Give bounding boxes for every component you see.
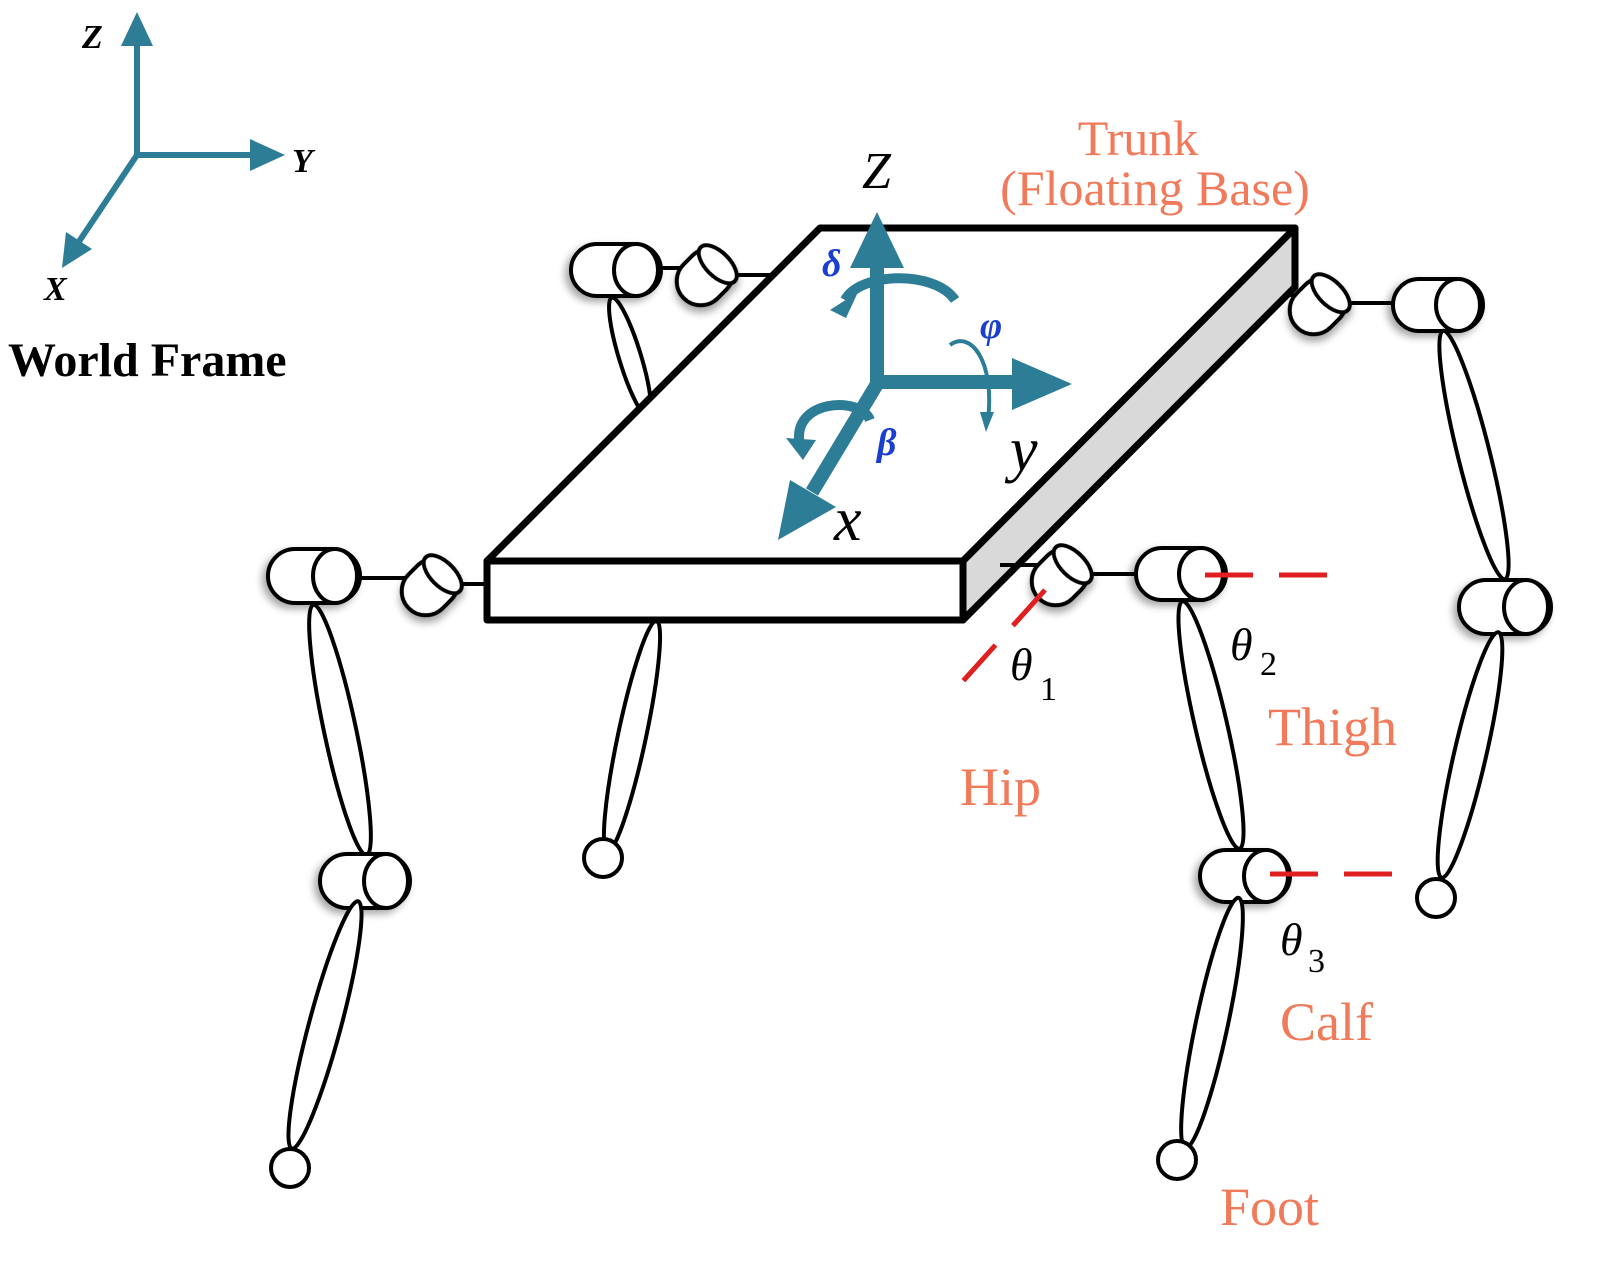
theta2-subscript: 2 xyxy=(1260,646,1277,683)
back-left-hip-joint xyxy=(674,243,739,308)
angle-reference-lines xyxy=(953,572,1410,877)
component-labels: Trunk (Floating Base) θ 1 θ 2 θ 3 Hip Th… xyxy=(960,110,1397,1237)
world-y-label: Y xyxy=(292,143,316,180)
front-left-hip-joint xyxy=(399,553,464,618)
front-right-foot xyxy=(1156,1139,1198,1181)
trunk-label: Trunk xyxy=(1078,110,1198,166)
back-right-leg xyxy=(1255,272,1553,919)
rotation-beta-label: β xyxy=(875,422,897,464)
back-right-calf xyxy=(1435,630,1505,880)
body-frame: Z y x δ φ β xyxy=(778,143,1072,554)
front-left-foot xyxy=(269,1147,311,1189)
back-right-foot xyxy=(1415,877,1457,919)
trunk-side-face xyxy=(959,224,1299,624)
world-z-label: Z xyxy=(81,19,103,56)
world-x-label: X xyxy=(43,271,68,308)
trunk-front-face xyxy=(483,557,967,624)
theta3-symbol: θ xyxy=(1280,914,1303,965)
rotation-phi-label: φ xyxy=(980,305,1002,347)
body-x-rotation-arrowhead xyxy=(786,438,816,460)
theta1-label: θ xyxy=(1010,639,1033,690)
body-x-arrowhead xyxy=(778,480,836,540)
front-left-calf xyxy=(286,899,364,1151)
front-left-thigh-joint xyxy=(266,547,362,605)
theta1-subscript: 1 xyxy=(1040,671,1057,708)
world-frame: Z Y X World Frame xyxy=(8,12,316,387)
body-x-label: x xyxy=(833,486,862,554)
body-y-rotation-arrow xyxy=(948,339,992,421)
front-right-calf xyxy=(1179,895,1245,1151)
body-z-rotation-arrowhead xyxy=(830,292,858,318)
thigh-label: Thigh xyxy=(1268,697,1397,757)
theta2-label: θ xyxy=(1230,619,1253,670)
back-left-leg xyxy=(569,242,770,879)
back-right-thigh-joint xyxy=(1391,277,1485,333)
calf-label: Calf xyxy=(1280,992,1373,1052)
body-z-arrowhead xyxy=(850,212,904,268)
trunk xyxy=(483,224,1299,624)
body-z-label: Z xyxy=(862,143,892,200)
theta3-label: θ xyxy=(1280,914,1303,965)
world-z-arrowhead xyxy=(121,12,153,46)
floating-base-label: (Floating Base) xyxy=(1000,160,1310,216)
hip-label: Hip xyxy=(960,757,1041,817)
back-left-thigh-joint xyxy=(569,242,663,298)
back-right-thigh xyxy=(1437,328,1511,582)
theta3-subscript: 3 xyxy=(1308,943,1325,980)
back-right-hip-joint xyxy=(1287,272,1352,337)
body-y-rotation-arrowhead xyxy=(980,412,994,432)
world-x-axis xyxy=(75,153,140,245)
front-left-leg xyxy=(266,547,487,1189)
body-x-rotation-arrow xyxy=(794,400,875,447)
world-frame-title: World Frame xyxy=(8,334,287,387)
world-y-arrowhead xyxy=(250,139,285,171)
back-right-knee-joint xyxy=(1457,578,1553,636)
back-left-calf xyxy=(601,618,663,854)
theta1-symbol: θ xyxy=(1010,639,1033,690)
foot-label: Foot xyxy=(1220,1177,1319,1237)
theta1-reference-line xyxy=(953,588,1047,692)
front-left-thigh xyxy=(307,602,373,858)
body-z-rotation-arrow xyxy=(840,273,960,304)
body-y-arrowhead xyxy=(1012,358,1072,410)
body-y-label: y xyxy=(1004,416,1038,484)
body-x-axis xyxy=(806,380,883,496)
rotation-delta-label: δ xyxy=(822,243,841,285)
world-x-arrowhead xyxy=(62,232,92,268)
theta2-symbol: θ xyxy=(1230,619,1253,670)
front-left-knee-joint xyxy=(318,852,412,910)
back-left-foot xyxy=(582,837,624,879)
